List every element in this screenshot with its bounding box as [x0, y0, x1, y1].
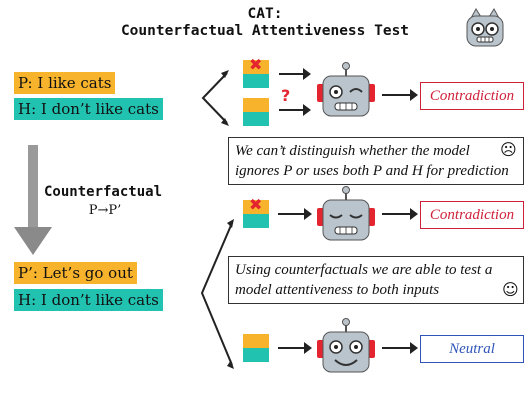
row1b-input-blocks: [243, 98, 269, 126]
top-premise: P: I like cats: [14, 72, 116, 94]
question-mark-icon: ?: [281, 86, 291, 105]
row2-input-blocks: ✖: [243, 195, 269, 228]
crying-cat-icon: ☹: [500, 140, 517, 159]
row3-output-arrow: [382, 342, 418, 354]
cross-mark-icon: ✖: [249, 195, 263, 214]
smiling-cat-icon: ☺: [502, 280, 519, 299]
page-title: CAT: Counterfactual Attentiveness Test: [90, 6, 440, 40]
robot-icon-row3: [317, 318, 375, 373]
split-arrow-bottom: [200, 219, 234, 369]
row1-output-arrow: [382, 89, 418, 101]
counterfactual-label: Counterfactual: [44, 184, 163, 200]
row3-input-blocks: [243, 334, 269, 362]
robot-cat-icon: [466, 8, 504, 47]
robot-icon-row1: [317, 62, 375, 117]
bottom-note-text: Using counterfactuals we are able to tes…: [235, 262, 493, 298]
cross-mark-icon: ✖: [249, 55, 263, 74]
row1-output-label: Contradiction: [420, 82, 524, 110]
top-note: We can’t distinguish whether the model i…: [228, 137, 524, 185]
split-arrow-top: [201, 70, 229, 126]
robot-icon-row2: [317, 186, 375, 241]
row1-arrows: [279, 68, 311, 116]
title-line-1: CAT:: [247, 6, 283, 22]
counterfactual-sub: P→P’: [88, 203, 122, 218]
row2-input-arrow: [278, 208, 312, 220]
row3-output-label: Neutral: [420, 335, 524, 363]
row3-input-arrow: [278, 342, 312, 354]
title-line-2: Counterfactual Attentiveness Test: [120, 23, 410, 39]
top-hypothesis: H: I don’t like cats: [14, 98, 163, 120]
row2-output-arrow: [382, 208, 418, 220]
bottom-note: Using counterfactuals we are able to tes…: [228, 256, 524, 304]
bottom-hypothesis: H: I don’t like cats: [14, 289, 163, 311]
bottom-premise: P’: Let’s go out: [14, 262, 137, 284]
row2-output-label: Contradiction: [420, 201, 524, 229]
row1-input-blocks: ✖: [243, 55, 269, 88]
top-note-text: We can’t distinguish whether the model i…: [235, 143, 509, 179]
counterfactual-down-arrow: [14, 145, 52, 255]
